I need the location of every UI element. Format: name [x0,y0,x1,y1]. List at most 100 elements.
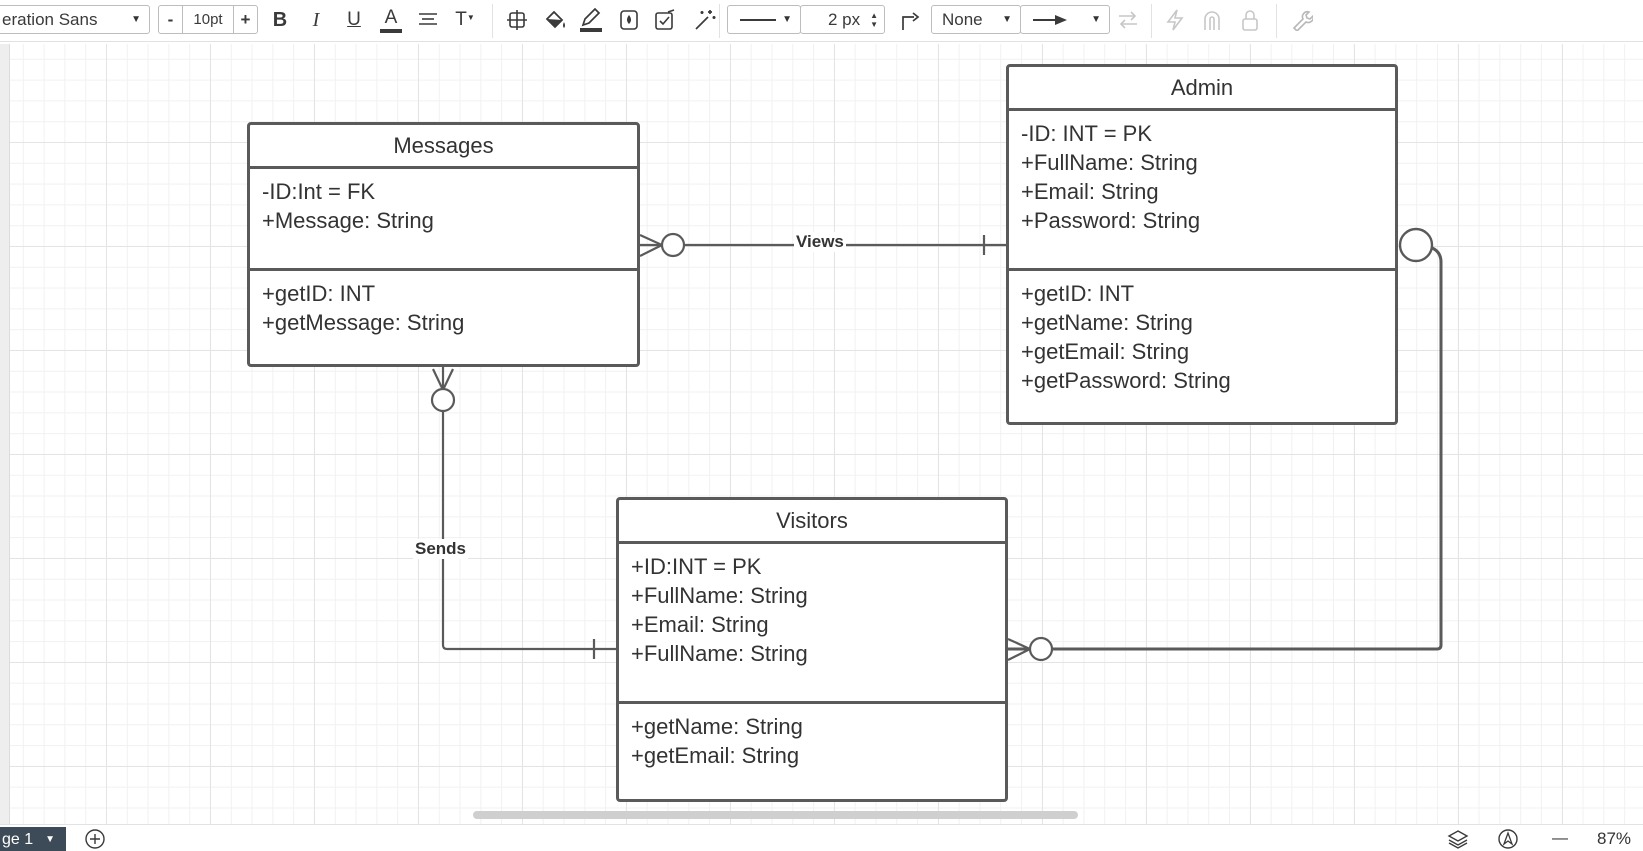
wrench-icon [1292,10,1313,31]
attribute-row: +Email: String [631,612,769,637]
magnet-icon [1204,11,1220,30]
line-color-swatch [580,28,602,32]
start-arrow-select[interactable]: None ▼ [931,5,1021,34]
layers-button[interactable] [1446,828,1470,850]
attribute-row: +Password: String [1021,208,1201,233]
font-size-unit: pt [210,11,223,28]
navigate-button[interactable] [1496,828,1520,850]
font-color-swatch [380,29,402,33]
attribute-row: +FullName: String [631,641,808,666]
attribute-row: +Message: String [262,208,434,233]
connector-style-button[interactable] [896,6,924,34]
droplet-icon [620,10,638,30]
text-align-button[interactable] [414,6,442,34]
methods-section: +getName: String +getEmail: String [619,701,1005,778]
stepper-arrows-icon[interactable]: ▲▼ [870,10,878,29]
lock-icon [1242,10,1258,31]
magic-button[interactable] [690,6,720,34]
text-options-button[interactable]: T▼ [450,6,480,34]
zoom-out-button[interactable]: — [1552,830,1568,847]
entity-title: Visitors [619,500,1005,544]
action-button[interactable] [1161,6,1189,34]
visitors-entity[interactable]: Visitors +ID:INT = PK +FullName: String … [616,497,1008,802]
font-size-stepper[interactable]: - 10pt + [158,5,258,34]
line-style-select[interactable]: ▼ [727,5,801,34]
attribute-row: +Email: String [1021,179,1159,204]
font-family-select[interactable]: eration Sans ▼ [0,5,150,34]
toolbar-divider [492,4,493,38]
lightning-icon [1166,9,1184,31]
left-panel-edge[interactable] [0,44,10,824]
font-color-button[interactable]: A [377,4,405,36]
lock-button[interactable] [1236,6,1264,34]
horizontal-scrollbar[interactable] [473,811,1078,819]
insert-shape-button[interactable] [503,6,531,34]
swap-arrows-icon [1119,11,1137,29]
start-arrow-value: None [942,9,983,29]
entity-title: Messages [250,125,637,169]
attributes-section: -ID:Int = FK +Message: String [250,169,637,268]
line-width-stepper[interactable]: 2 px ▲▼ [800,5,885,34]
end-arrow-select[interactable]: ▼ [1020,5,1110,34]
method-row: +getID: INT [262,281,376,306]
decrease-font-button[interactable]: - [159,6,183,33]
method-row: +getName: String [1021,310,1193,335]
toolbar-divider [1276,4,1277,38]
method-row: +getName: String [631,714,803,739]
views-label[interactable]: Views [794,232,846,252]
style-button[interactable] [652,6,680,34]
font-color-icon: A [384,7,398,28]
chevron-down-icon: ▼ [466,12,475,22]
add-page-button[interactable] [84,828,106,850]
opacity-button[interactable] [615,6,643,34]
text-options-icon: T [455,9,467,30]
messages-entity[interactable]: Messages -ID:Int = FK +Message: String +… [247,122,640,367]
zoom-level[interactable]: 87% [1596,829,1632,848]
attribute-row: +ID:INT = PK [631,554,762,579]
underline-button[interactable]: U [347,9,361,30]
line-color-button[interactable] [577,4,605,36]
fill-color-button[interactable] [541,6,569,34]
attributes-section: +ID:INT = PK +FullName: String +Email: S… [619,544,1005,701]
arrow-right-icon [1033,14,1067,25]
font-size-number: 10 [193,11,211,28]
solid-line-icon [740,18,776,21]
bold-button[interactable]: B [272,8,288,31]
layers-icon [1447,830,1469,849]
admin-entity[interactable]: Admin -ID: INT = PK +FullName: String +E… [1006,64,1398,425]
page-tab[interactable]: ge 1 ▼ [0,827,66,851]
bottom-bar: ge 1 ▼ — 87% [0,824,1643,851]
methods-section: +getID: INT +getMessage: String [250,268,637,345]
chevron-down-icon: ▼ [131,14,141,25]
settings-button[interactable] [1288,6,1316,34]
toolbar: eration Sans ▼ - 10pt + B I U A T▼ [0,0,1643,42]
method-row: +getMessage: String [262,310,465,335]
swap-arrows-button[interactable] [1114,6,1142,34]
paint-bucket-icon [545,10,565,29]
methods-section: +getID: INT +getName: String +getEmail: … [1009,268,1395,403]
method-row: +getEmail: String [1021,339,1190,364]
chevron-down-icon: ▼ [782,14,792,25]
entity-title: Admin [1009,67,1395,111]
increase-font-button[interactable]: + [233,6,257,33]
sends-label[interactable]: Sends [413,539,469,559]
magic-wand-icon [695,10,716,30]
clipboard-check-icon [655,9,675,30]
elbow-connector-icon [902,12,920,30]
frame-icon [507,10,527,30]
attributes-section: -ID: INT = PK +FullName: String +Email: … [1009,111,1395,268]
font-size-value[interactable]: 10pt [183,11,233,28]
method-row: +getEmail: String [631,743,800,768]
align-center-icon [419,13,437,25]
toolbar-divider [719,4,720,38]
attribute-row: +FullName: String [1021,150,1198,175]
attribute-row: +FullName: String [631,583,808,608]
chevron-down-icon[interactable]: ▼ [45,834,56,845]
attribute-row: -ID: INT = PK [1021,121,1153,146]
toolbar-divider [1151,4,1152,38]
magnet-button[interactable] [1198,6,1226,34]
chevron-down-icon: ▼ [1002,14,1012,25]
italic-button[interactable]: I [312,8,320,31]
method-row: +getPassword: String [1021,368,1231,393]
